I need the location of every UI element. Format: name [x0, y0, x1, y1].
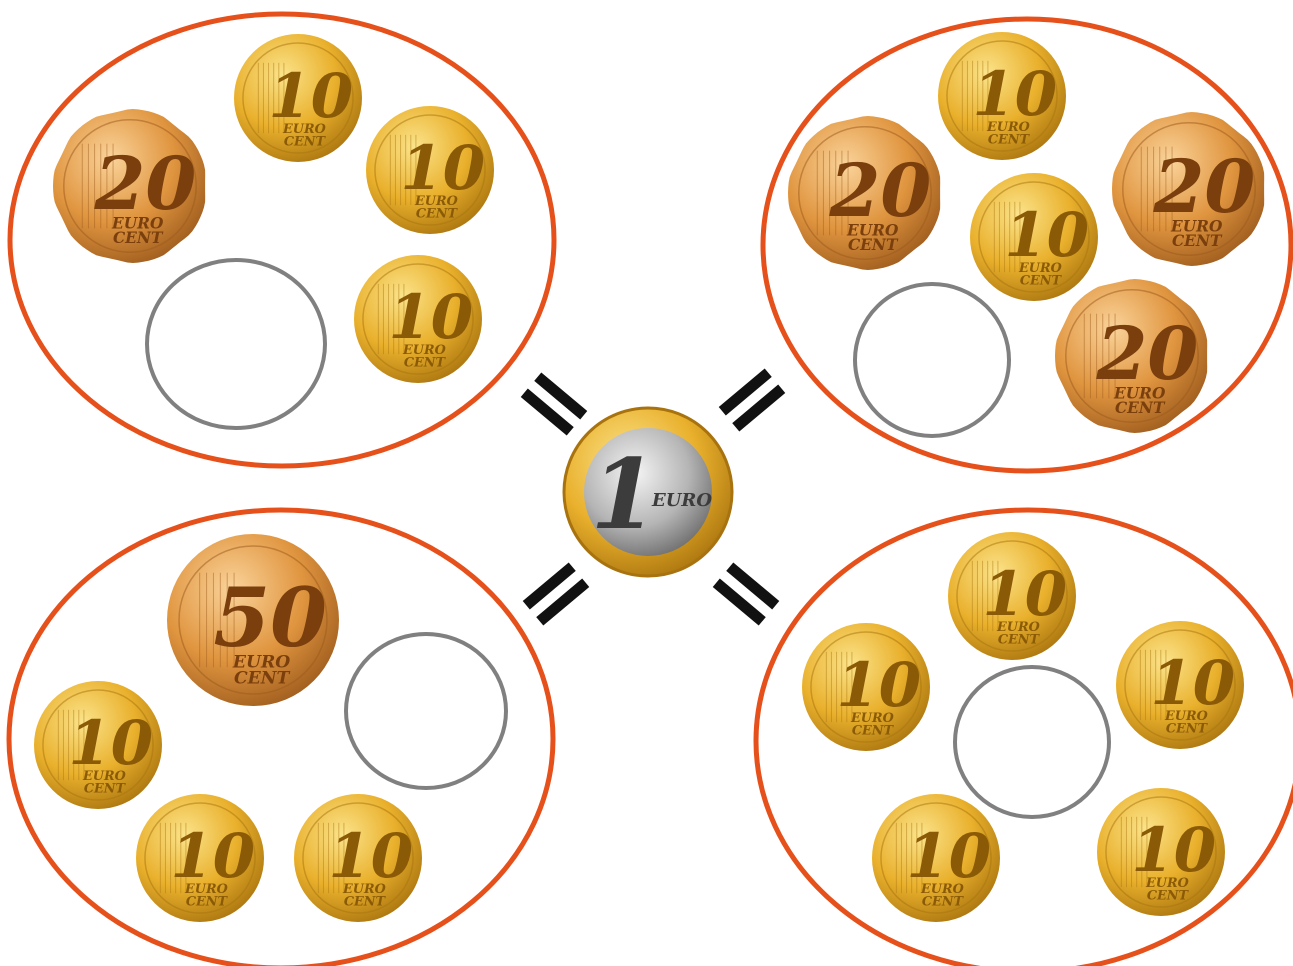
coin-unit-bottom: CENT — [186, 894, 229, 909]
coin-unit-bottom: CENT — [998, 632, 1041, 647]
coin-unit-bottom: CENT — [1115, 399, 1166, 417]
coin-unit-bottom: CENT — [1147, 888, 1190, 903]
coin-unit-bottom: CENT — [284, 134, 327, 149]
coin-10-cent: 10EUROCENT — [948, 532, 1076, 660]
empty-coin-slot[interactable] — [346, 634, 506, 788]
coin-unit-bottom: CENT — [84, 781, 127, 796]
one-euro-coin-label: EURO — [651, 490, 712, 511]
equals-sign-icon — [523, 562, 590, 625]
coin-unit-bottom: CENT — [1166, 721, 1209, 736]
one-euro-coin-icon: 1 EURO — [564, 408, 732, 576]
coin-unit-bottom: CENT — [1172, 232, 1223, 250]
one-euro-coin-value: 1 — [591, 438, 658, 551]
coin-unit-bottom: CENT — [922, 894, 965, 909]
empty-coin-slot[interactable] — [955, 667, 1109, 817]
coin-unit-bottom: CENT — [404, 355, 447, 370]
coin-unit-bottom: CENT — [234, 669, 290, 689]
equals-sign-icon — [719, 368, 786, 431]
equals-sign-icon — [713, 562, 780, 625]
coin-unit-bottom: CENT — [344, 894, 387, 909]
empty-coin-slot[interactable] — [855, 284, 1009, 436]
coin-10-cent: 10EUROCENT — [1116, 621, 1244, 749]
empty-coin-slot[interactable] — [147, 260, 325, 428]
coin-unit-bottom: CENT — [852, 723, 895, 738]
coin-20-cent: 20EUROCENT — [53, 109, 205, 263]
coin-unit-bottom: CENT — [988, 132, 1031, 147]
coin-group-top-right: 20EUROCENT10EUROCENT10EUROCENT20EUROCENT… — [763, 19, 1291, 471]
equals-sign-icon — [521, 372, 588, 435]
coin-unit-bottom: CENT — [1020, 273, 1063, 288]
coin-unit-bottom: CENT — [848, 236, 899, 254]
coin-unit-bottom: CENT — [113, 229, 164, 247]
coin-group-bottom-right: 10EUROCENT10EUROCENT10EUROCENT10EUROCENT… — [756, 510, 1293, 966]
coin-10-cent: 10EUROCENT — [234, 34, 362, 162]
coin-unit-bottom: CENT — [416, 206, 459, 221]
